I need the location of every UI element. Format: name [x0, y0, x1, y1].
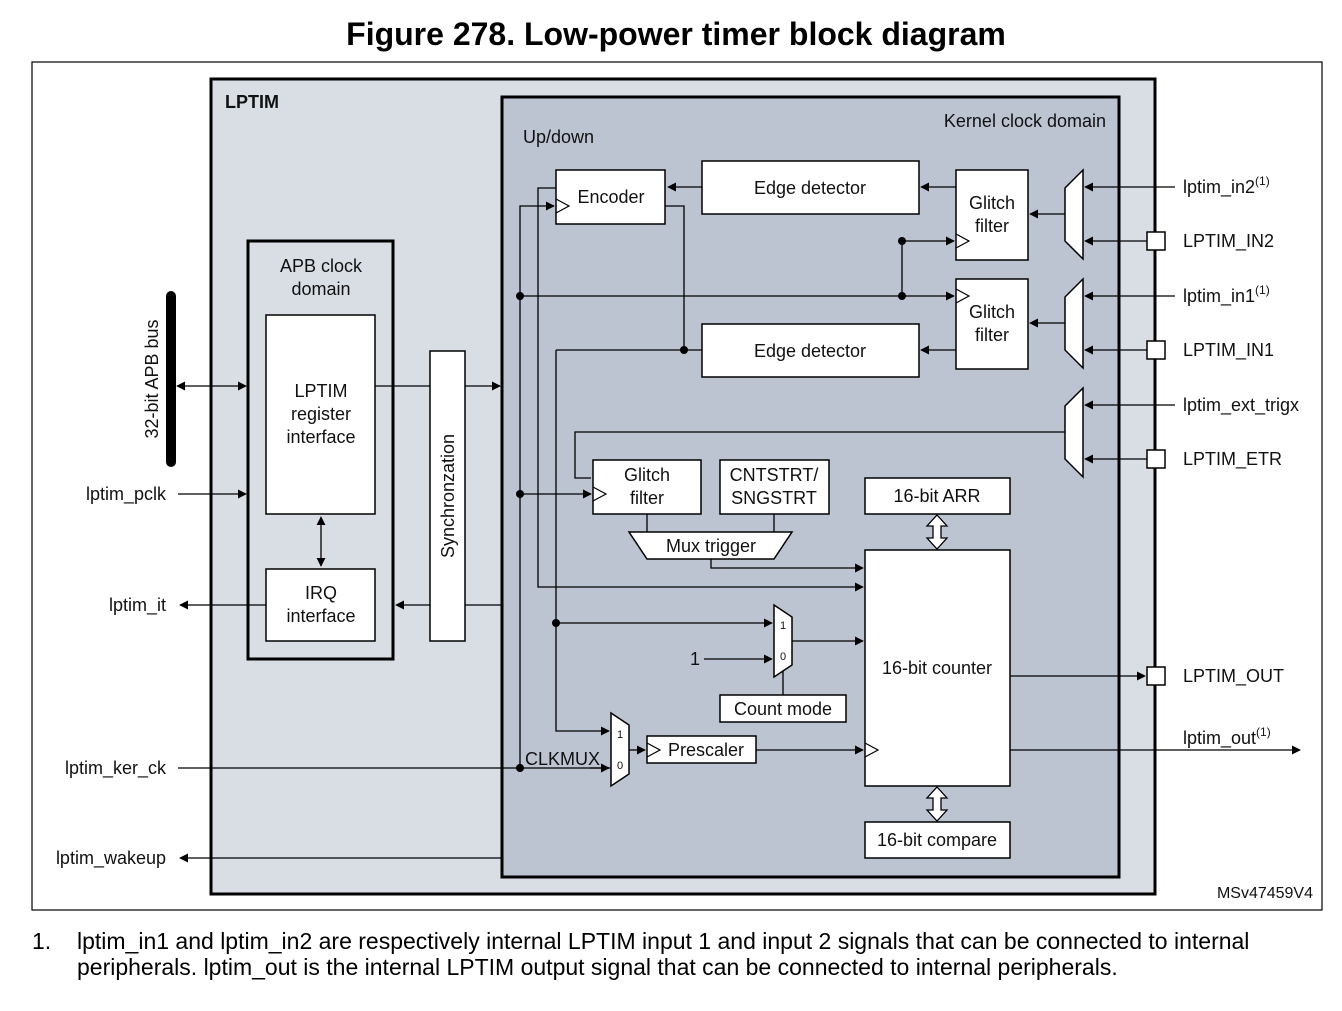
out-pin-label: LPTIM_OUT [1183, 666, 1284, 687]
input-mux-in2 [1064, 168, 1084, 261]
junction [680, 346, 688, 354]
counter-clock-tick [864, 742, 880, 758]
mux-trigger-out [710, 559, 864, 573]
kernel-domain-label: Kernel clock domain [944, 111, 1106, 131]
pin-in1 [1146, 340, 1166, 360]
footnote-number: 1. [32, 928, 52, 954]
figure-title: Figure 278. Low-power timer block diagra… [346, 16, 1006, 52]
glitch-filter-2-clock-tick [955, 288, 971, 304]
junction [516, 490, 524, 498]
irq-interface [265, 568, 376, 642]
edge-detector-2 [701, 323, 920, 378]
in1-label: lptim_in1(1) [1183, 283, 1270, 307]
count-mux-in-0: 0 [780, 651, 786, 663]
arr-block [864, 477, 1011, 515]
clkmux-in-1: 1 [617, 729, 623, 741]
lptim-label: LPTIM [225, 92, 279, 112]
in2-pin-label: LPTIM_IN2 [1183, 231, 1274, 252]
pin-etr [1146, 449, 1166, 469]
glitch-filter-3-label-1: Glitch [624, 465, 670, 485]
glitch-filter-3-label-2: filter [630, 488, 664, 508]
arr-label: 16-bit ARR [893, 486, 980, 506]
clkmux-in-0: 0 [617, 760, 623, 772]
glitch-filter-2 [955, 278, 1029, 370]
input-mux-etr [1064, 386, 1084, 479]
ext-trig-label: lptim_ext_trigx [1183, 395, 1299, 416]
prescaler-label: Prescaler [668, 740, 744, 760]
reg-if-label-2: register [291, 404, 351, 424]
junction [516, 292, 524, 300]
glitch-filter-1-label-2: filter [975, 216, 1009, 236]
edge-detector-1 [701, 160, 920, 215]
cntstrt-label-1: CNTSTRT/ [730, 465, 819, 485]
const-one-label: 1 [690, 649, 700, 669]
edge-detector-2-label: Edge detector [754, 341, 866, 361]
ker-ck-label: lptim_ker_ck [65, 758, 167, 779]
count-mode-label: Count mode [734, 699, 832, 719]
register-interface [265, 314, 376, 515]
cntstrt-block [719, 459, 830, 515]
apb-domain-label-2: domain [291, 279, 350, 299]
encoder-label: Encoder [577, 187, 644, 207]
count-mode-mux [773, 603, 793, 679]
pclk-label: lptim_pclk [86, 484, 167, 505]
junction [898, 292, 906, 300]
cntstrt-label-2: SNGSTRT [731, 488, 817, 508]
updown-label: Up/down [523, 127, 594, 147]
it-label: lptim_it [109, 595, 166, 616]
counter-compare-link [925, 786, 949, 822]
compare-label: 16-bit compare [877, 830, 997, 850]
wakeup-label: lptim_wakeup [56, 848, 166, 869]
mux-trigger-label: Mux trigger [666, 536, 756, 556]
irq-if-label-1: IRQ [305, 583, 337, 603]
counter-label: 16-bit counter [882, 658, 992, 678]
glitch-filter-1 [955, 169, 1029, 261]
reg-if-label-3: interface [286, 427, 355, 447]
junction [898, 237, 906, 245]
apb-bus-label: 32-bit APB bus [142, 319, 162, 438]
count-mux-in-1: 1 [780, 620, 786, 632]
synchronization-block [429, 350, 466, 642]
encoder-out-line [665, 205, 685, 350]
pin-in2 [1146, 231, 1166, 251]
clkmux [610, 711, 630, 788]
apb-domain-label-1: APB clock [280, 256, 363, 276]
encoder-to-counter [537, 187, 864, 592]
glitch-filter-2-label-2: filter [975, 325, 1009, 345]
arr-counter-link [925, 514, 949, 550]
pin-out [1146, 666, 1166, 686]
in1-pin-label: LPTIM_IN1 [1183, 340, 1274, 361]
ext-trig-path [574, 431, 1065, 479]
kernel-clock-bus [519, 201, 555, 768]
out-label: lptim_out(1) [1183, 725, 1271, 749]
encoder-clock-tick [555, 198, 571, 214]
irq-if-label-2: interface [286, 606, 355, 626]
etr-pin-label: LPTIM_ETR [1183, 449, 1282, 470]
mux-trigger [627, 531, 794, 560]
input-mux-in1 [1064, 277, 1084, 370]
reg-if-label-1: LPTIM [294, 381, 347, 401]
edge2-bus [555, 350, 610, 736]
compare-block [864, 821, 1011, 859]
glitch-filter-2-label-1: Glitch [969, 302, 1015, 322]
glitch-filter-3-clock-tick [592, 486, 608, 502]
in2-label: lptim_in2(1) [1183, 174, 1270, 198]
figure-id: MSv47459V4 [1217, 885, 1313, 902]
counter-block [864, 549, 1011, 787]
glitch-filter-1-clock-tick [955, 233, 971, 249]
sync-label: Synchronzation [438, 434, 458, 558]
prescaler-clock-tick [646, 742, 662, 758]
glitch-filter-1-label-1: Glitch [969, 193, 1015, 213]
junction [516, 764, 524, 772]
encoder-block [555, 169, 666, 225]
clkmux-label: CLKMUX [525, 749, 600, 769]
junction [552, 619, 560, 627]
edge-detector-1-label: Edge detector [754, 178, 866, 198]
footnote-text: lptim_in1 and lptim_in2 are respectively… [77, 928, 1250, 980]
